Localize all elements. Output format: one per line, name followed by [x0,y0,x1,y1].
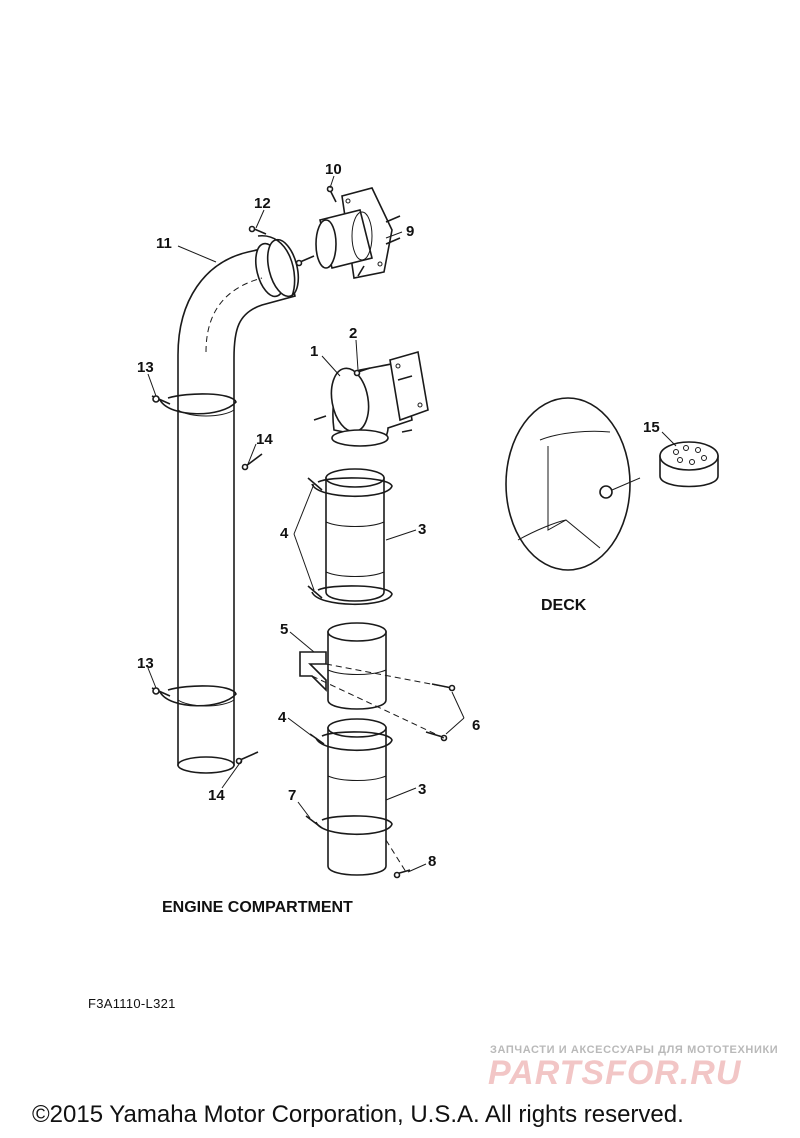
callout-14-lower: 14 [208,787,225,804]
leader-lines [147,175,677,873]
part-3-hose-upper [325,468,385,602]
callout-10: 10 [325,161,342,178]
callout-5: 5 [280,621,288,638]
part-14-screw-upper [241,453,263,471]
part-8-screw [385,839,411,879]
part-7-clamp [305,815,393,836]
callout-11: 11 [156,235,172,252]
part-13-clamp-upper [151,393,237,415]
callout-14-upper: 14 [256,431,273,448]
callout-4-upper: 4 [280,525,289,542]
callout-13-lower: 13 [137,655,154,672]
part-2-screws [313,367,413,433]
part-13-clamp-lower [151,685,237,707]
watermark-tagline: ЗАПЧАСТИ И АКСЕССУАРЫ ДЛЯ МОТОТЕХНИКИ [490,1044,779,1056]
callout-4-lower: 4 [278,709,287,726]
part-15-vent-cap [659,441,719,488]
watermark-brand: PARTSFOR.RU [488,1054,742,1092]
part-4-clamp-upper-a [307,477,393,498]
callout-7: 7 [288,787,296,804]
callout-3-upper: 3 [418,521,426,538]
part-10-screw-left [295,255,315,267]
part-10-screw-top [326,185,337,203]
part-6-bolts [311,663,456,742]
callout-1: 1 [310,343,318,360]
reference-code: F3A1110-L321 [88,996,176,1011]
copyright-notice: ©2015 Yamaha Motor Corporation, U.S.A. A… [32,1101,684,1128]
part-14-screw-lower [235,751,259,765]
deck-caption: DECK [541,597,587,614]
part-3-hose-lower [327,718,387,876]
part-1-elbow [330,350,429,447]
callout-9: 9 [406,223,414,240]
callout-2: 2 [349,325,357,342]
callout-6: 6 [472,717,480,734]
callout-15: 15 [643,419,660,436]
part-5-muffler [299,622,387,710]
callout-12: 12 [254,195,271,212]
callout-3-lower: 3 [418,781,426,798]
deck-detail-circle [505,397,641,571]
part-10-screw-right [357,215,401,277]
part-4-clamp-upper-b [307,585,393,606]
callout-13-upper: 13 [137,359,154,376]
engine-compartment-caption: ENGINE COMPARTMENT [162,899,353,916]
part-12-clamp [248,225,296,297]
part-4-clamp-lower [309,731,393,752]
part-9-flange-fitting [315,187,393,279]
callout-8: 8 [428,853,436,870]
part-11-long-hose [177,238,300,774]
